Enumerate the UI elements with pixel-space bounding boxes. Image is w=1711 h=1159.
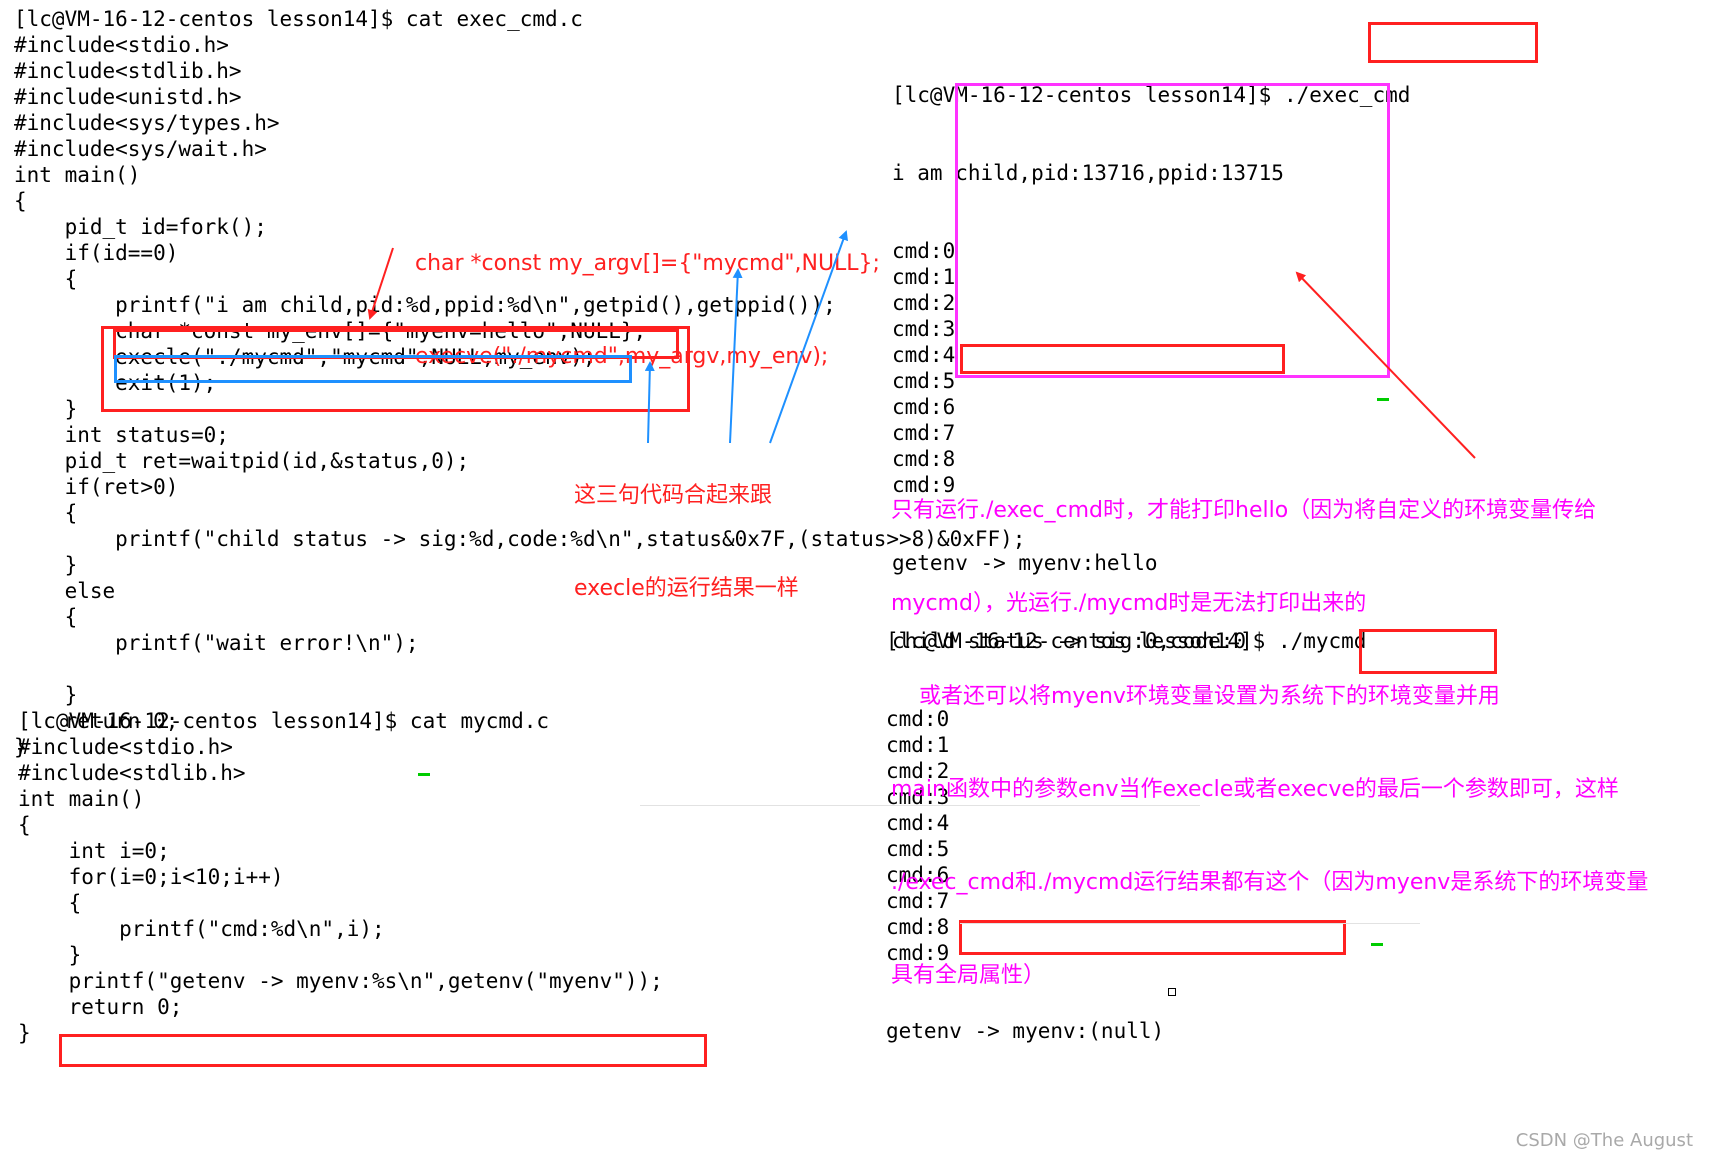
- code-line: for(i=0;i<10;i++): [18, 865, 284, 889]
- exec-cmd-command-highlight-box: [1368, 22, 1538, 63]
- mycmd-command-highlight-box: [1359, 629, 1497, 674]
- blue-arrow-to-execve: [729, 268, 743, 444]
- blue-arrow-to-argv: [769, 230, 848, 444]
- divider-line: [640, 805, 1200, 806]
- code-line: int status=0;: [14, 423, 229, 447]
- code-line: #include<sys/types.h>: [14, 111, 280, 135]
- code-line: int main(): [14, 163, 141, 187]
- output-line: cmd:2: [886, 759, 950, 783]
- shell-prompt: [lc@VM-16-12-centos lesson14]$: [892, 83, 1284, 107]
- cmd-output-highlight-box: [955, 83, 1390, 378]
- output-line: cmd:1: [892, 265, 956, 289]
- output-line: cmd:2: [892, 291, 956, 315]
- code-line: int main(): [18, 787, 145, 811]
- terminal-cursor: [418, 773, 430, 776]
- code-line: else: [14, 579, 116, 603]
- getenv-printf-highlight-box: [59, 1034, 707, 1067]
- output-line: cmd:8: [892, 447, 956, 471]
- mycmd-terminal-output: [lc@VM-16-12-centos lesson14]$ ./mycmd c…: [886, 576, 1366, 1070]
- output-line: cmd:9: [892, 473, 956, 497]
- code-line: [lc@VM-16-12-centos lesson14]$ cat exec_…: [14, 7, 583, 31]
- code-line: [lc@VM-16-12-centos lesson14]$ cat mycmd…: [18, 709, 550, 733]
- output-line: cmd:7: [892, 421, 956, 445]
- output-line: cmd:6: [886, 863, 950, 887]
- code-line: }: [14, 735, 27, 759]
- terminal-cursor: [1371, 943, 1383, 946]
- code-line: {: [14, 605, 78, 629]
- code-line: {: [14, 189, 27, 213]
- code-line: printf("child status -> sig:%d,code:%d\n…: [14, 527, 1026, 551]
- code-line: }: [14, 397, 78, 421]
- mycmd-prompt-line: [lc@VM-16-12-centos lesson14]$ ./mycmd: [886, 628, 1366, 654]
- red-arrow-to-printf: [367, 247, 394, 320]
- exec-getenv-line: getenv -> myenv:hello: [892, 551, 1158, 575]
- same-result-annotation: 这三句代码合起来跟 execle的运行结果一样: [574, 483, 799, 601]
- code-line: {: [18, 813, 31, 837]
- blue-arrow-to-execle: [644, 361, 655, 444]
- watermark: CSDN @The August: [1515, 1130, 1693, 1151]
- square-marker-icon: [1168, 988, 1176, 996]
- output-line: cmd:7: [886, 889, 950, 913]
- code-line: {: [14, 501, 78, 525]
- code-line: #include<unistd.h>: [14, 85, 242, 109]
- code-line: #include<stdio.h>: [14, 33, 229, 57]
- exec-cmd-source-listing: [lc@VM-16-12-centos lesson14]$ cat exec_…: [14, 6, 1025, 760]
- output-line: cmd:4: [892, 343, 956, 367]
- output-line: cmd:0: [886, 707, 950, 731]
- execle-call-highlight-box: [114, 355, 632, 383]
- code-line: printf("getenv -> myenv:%s\n",getenv("my…: [18, 969, 663, 993]
- code-line: }: [14, 683, 78, 707]
- code-line: }: [18, 1021, 31, 1045]
- code-line: #include<stdlib.h>: [18, 761, 246, 785]
- code-line: printf("cmd:%d\n",i);: [18, 917, 385, 941]
- output-line: cmd:5: [886, 837, 950, 861]
- output-line: cmd:1: [886, 733, 950, 757]
- code-line: pid_t ret=waitpid(id,&status,0);: [14, 449, 470, 473]
- output-line: cmd:5: [892, 369, 956, 393]
- output-line: cmd:6: [892, 395, 956, 419]
- code-line: #include<sys/wait.h>: [14, 137, 267, 161]
- execle-block-highlight-box: [101, 326, 690, 412]
- child-pid-line: i am child,pid:13716,ppid:13715: [892, 161, 1284, 185]
- output-line: cmd:0: [892, 239, 956, 263]
- code-line: #include<stdlib.h>: [14, 59, 242, 83]
- output-line: cmd:4: [886, 811, 950, 835]
- code-line: int i=0;: [18, 839, 170, 863]
- code-line: return 0;: [18, 995, 183, 1019]
- getenv-null-highlight-box: [959, 920, 1346, 955]
- code-line: if(ret>0): [14, 475, 179, 499]
- output-line: cmd:3: [892, 317, 956, 341]
- terminal-cursor: [1377, 398, 1389, 401]
- mycmd-getenv-line: getenv -> myenv:(null): [886, 1019, 1165, 1043]
- code-line: pid_t id=fork();: [14, 215, 267, 239]
- red-arrow-to-output-box: [1295, 271, 1476, 459]
- code-line: return 0;: [14, 709, 179, 733]
- child-status-line: child status -> sig:0,code:0: [892, 629, 1247, 653]
- divider-line: [960, 923, 1420, 924]
- code-line: #include<stdio.h>: [18, 735, 233, 759]
- output-line: cmd:9: [886, 941, 950, 965]
- code-line: exit(1);: [14, 371, 217, 395]
- code-line: {: [14, 267, 78, 291]
- getenv-hello-highlight-box: [960, 344, 1285, 374]
- explanation-annotation: 只有运行./exec_cmd时，才能打印hello（因为将自定义的环境变量传给 …: [891, 498, 1649, 988]
- code-line: if(id==0): [14, 241, 179, 265]
- output-line: cmd:8: [886, 915, 950, 939]
- code-line: }: [18, 943, 82, 967]
- code-line: printf("wait error!\n");: [14, 631, 419, 655]
- mycmd-command: ./mycmd: [1277, 629, 1367, 653]
- mycmd-source-listing: [lc@VM-16-12-centos lesson14]$ cat mycmd…: [18, 708, 663, 1046]
- code-line: }: [14, 553, 78, 577]
- shell-prompt: [lc@VM-16-12-centos lesson14]$: [886, 629, 1278, 653]
- code-line: {: [18, 891, 82, 915]
